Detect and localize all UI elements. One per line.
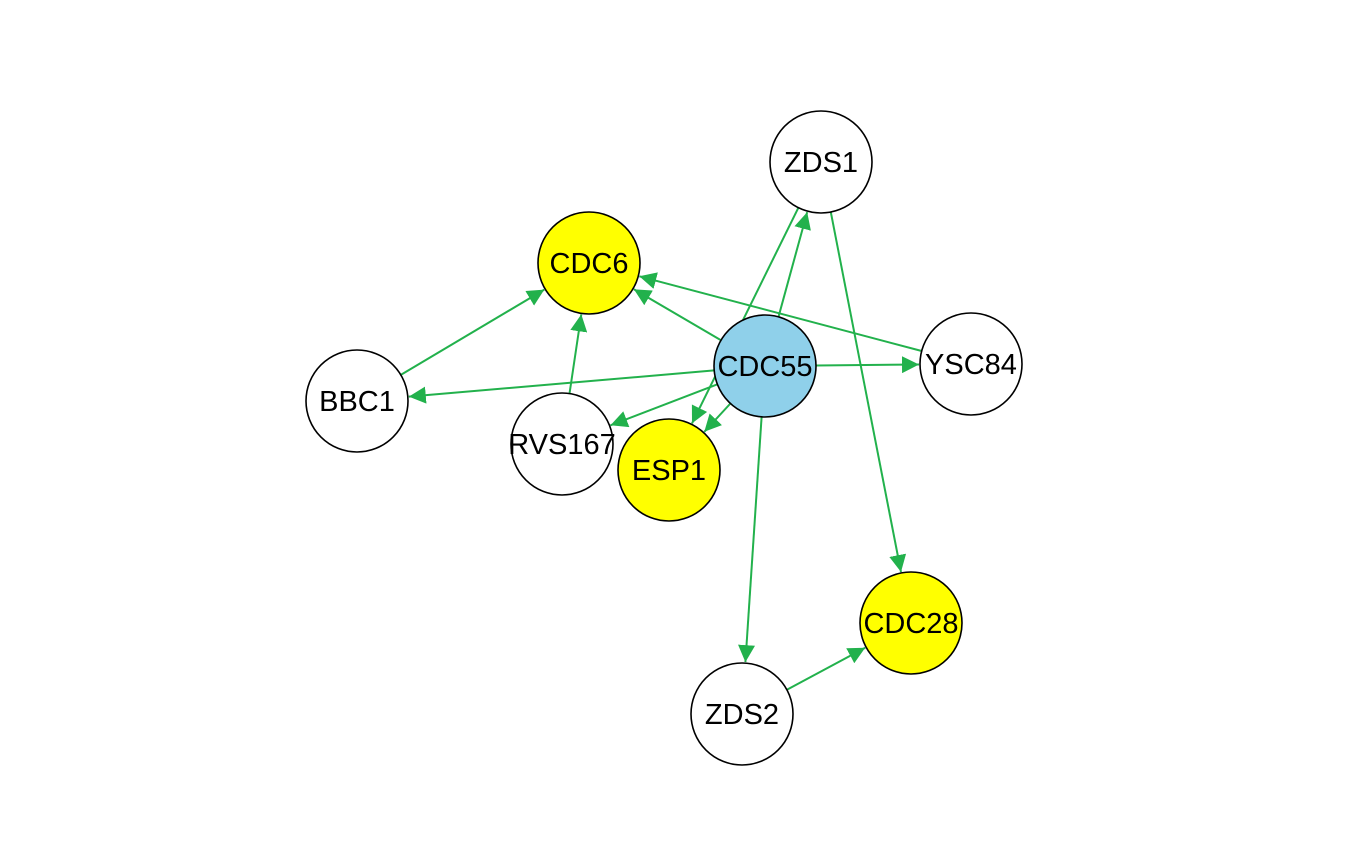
node-circle	[305, 349, 409, 453]
node-circle	[769, 110, 873, 214]
node-esp1: ESP1	[617, 418, 721, 522]
node-label: ZDS1	[784, 147, 858, 179]
node-label: ZDS2	[705, 699, 779, 731]
edge-ysc84-to-cdc6	[639, 272, 922, 352]
node-circle	[713, 314, 817, 418]
node-circle	[690, 662, 794, 766]
node-circle	[537, 211, 641, 315]
node-circle	[617, 418, 721, 522]
edge-zds2-to-cdc28	[786, 646, 866, 691]
edge-cdc55-to-rvs167	[610, 383, 718, 428]
node-rvs167: RVS167	[508, 392, 616, 496]
edge-rvs167-to-cdc6	[568, 314, 588, 394]
node-label: CDC55	[717, 351, 812, 383]
node-label: CDC6	[550, 248, 629, 280]
edge-bbc1-to-cdc6	[400, 288, 545, 376]
node-cdc55: CDC55	[713, 314, 817, 418]
edge-zds1-to-cdc28	[829, 211, 907, 573]
node-ysc84: YSC84	[919, 312, 1023, 416]
node-label: ESP1	[632, 455, 706, 487]
edge-cdc55-to-esp1	[703, 402, 732, 433]
edge-zds1-to-esp1	[691, 207, 800, 424]
edges-layer	[400, 207, 922, 691]
node-bbc1: BBC1	[305, 349, 409, 453]
edge-cdc55-to-zds1	[777, 211, 811, 318]
edge-cdc55-to-bbc1	[408, 369, 715, 404]
node-circle	[859, 571, 963, 675]
edge-cdc55-to-ysc84	[815, 356, 920, 374]
node-cdc28: CDC28	[859, 571, 963, 675]
edge-cdc55-to-zds2	[738, 416, 763, 663]
edge-cdc55-to-cdc6	[633, 288, 722, 342]
node-label: CDC28	[863, 608, 958, 640]
node-zds2: ZDS2	[690, 662, 794, 766]
node-label: YSC84	[925, 349, 1017, 381]
node-label: RVS167	[508, 429, 616, 461]
node-cdc6: CDC6	[537, 211, 641, 315]
node-circle	[510, 392, 614, 496]
node-zds1: ZDS1	[769, 110, 873, 214]
node-circle	[919, 312, 1023, 416]
node-label: BBC1	[319, 386, 395, 418]
